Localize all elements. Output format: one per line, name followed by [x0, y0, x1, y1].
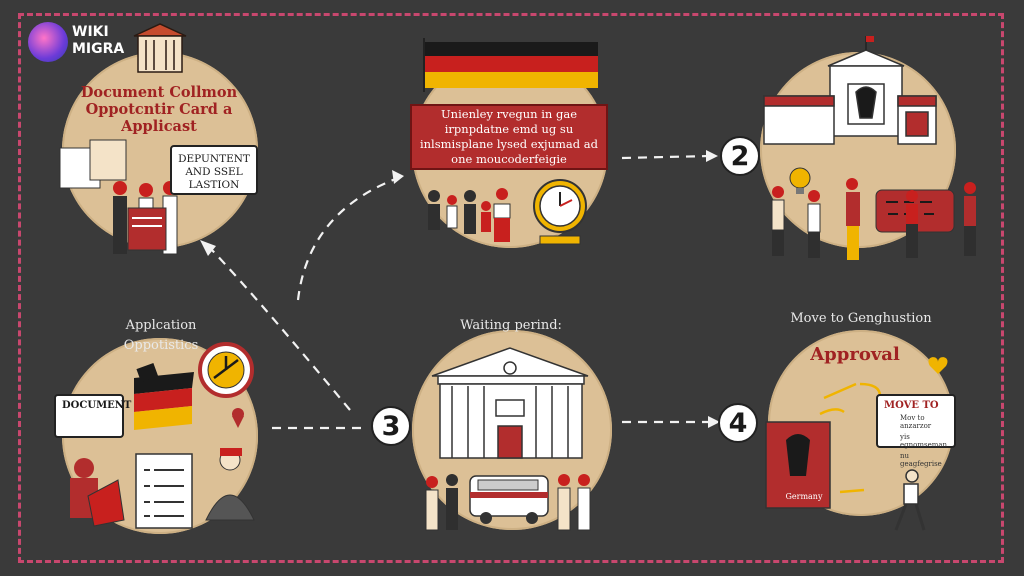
arrowhead-4 — [708, 416, 720, 428]
dashed-frame — [18, 13, 1004, 563]
move-to-card-line-1: Mov to anzarzor — [900, 414, 932, 430]
clock-icon — [533, 179, 587, 245]
document-collection-title: Document Collmon Oppotcntir Card a Appli… — [80, 84, 238, 135]
applicant-reading-icon — [70, 458, 125, 527]
waiting-period-caption: Waiting perind: — [460, 318, 562, 333]
arrow-to-submission — [296, 176, 399, 301]
lightbulb-icon — [789, 167, 811, 194]
submission-banner: Unienley rvegun in gae irpnpdatne emd ug… — [410, 104, 608, 170]
van-icon — [469, 475, 549, 524]
step-2-badge: 2 — [720, 136, 760, 176]
walking-person-icon — [894, 469, 926, 531]
arrow-to-step-2 — [621, 154, 711, 160]
passport-book-icon — [765, 421, 831, 509]
step-3-badge: 3 — [371, 406, 411, 446]
move-to-card: MOVE TO Mov to anzarzor yis egnomseman n… — [876, 394, 956, 468]
heart-icon — [928, 357, 948, 374]
approval-title: Approval — [810, 344, 900, 365]
wiki-migra-logo-icon — [28, 22, 68, 62]
government-building-icon — [431, 347, 589, 459]
step-4-badge: 4 — [718, 403, 758, 443]
officer-icon — [205, 448, 255, 521]
arrowhead-1 — [200, 240, 216, 256]
move-to-caption: Move to Genghustion — [790, 311, 932, 326]
brand-line-1: WIKI — [72, 24, 109, 40]
brand-line-2: MIGRA — [72, 41, 125, 57]
department-card: DEPUNTENT AND SSEL LASTION — [170, 145, 258, 195]
people-group-icon — [428, 188, 511, 242]
german-flag-wave-icon — [134, 362, 194, 430]
move-to-card-title: MOVE TO — [884, 400, 939, 411]
arrow-to-document-collection — [209, 247, 351, 411]
location-pin-icon — [232, 408, 244, 428]
arrowhead-3 — [706, 150, 718, 162]
move-to-card-line-2: yis egnomseman — [900, 433, 948, 449]
germany-book-label: Germany — [785, 492, 823, 501]
document-card: DOCUMENT — [54, 394, 131, 438]
courthouse-icon — [133, 23, 187, 73]
arrowhead-2 — [392, 170, 404, 184]
checklist-icon — [135, 453, 193, 529]
embassy-building-icon — [763, 36, 937, 145]
applicants-group-icon — [59, 139, 178, 255]
move-to-card-line-3: nu geagfegrise — [900, 452, 942, 468]
clock-badge-icon — [198, 342, 254, 398]
german-flag-icon — [423, 38, 598, 92]
people-waiting-icon — [425, 474, 591, 531]
people-crowd-icon — [771, 178, 976, 260]
document-card-label: DOCUMENT — [62, 400, 132, 411]
application-caption: Applcation — [125, 318, 197, 333]
opportunities-caption: Oppotistics — [123, 338, 199, 353]
